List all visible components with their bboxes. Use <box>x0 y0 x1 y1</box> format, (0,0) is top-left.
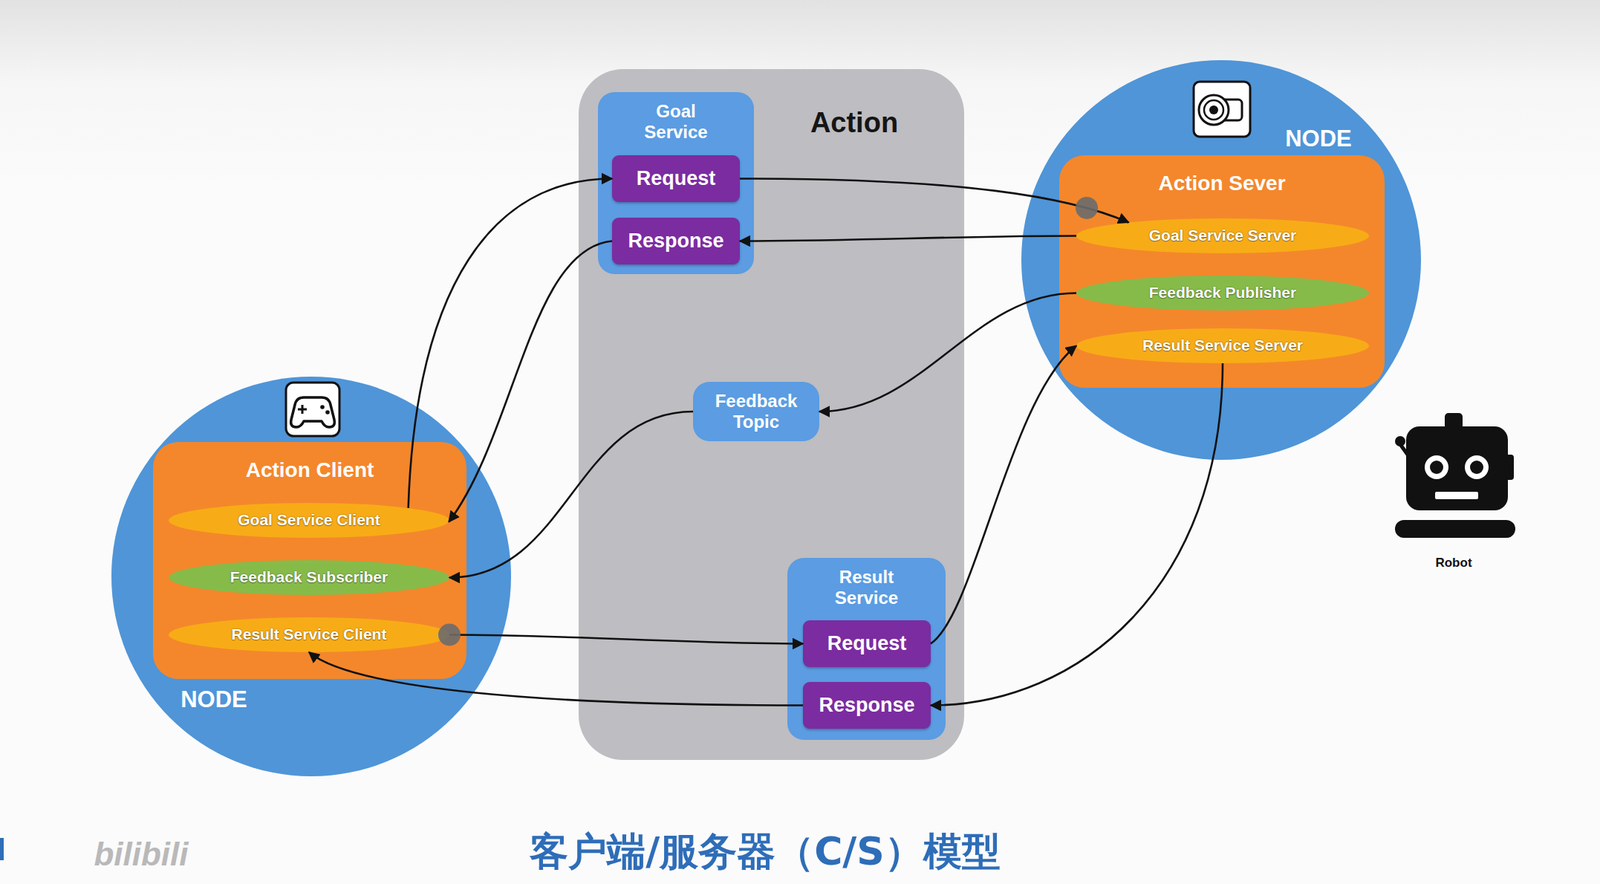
server-box: Action SeverGoal Service ServerFeedback … <box>1059 155 1385 388</box>
connector-arrow <box>408 179 613 509</box>
robot-icon <box>1394 412 1516 538</box>
role-ellipse: Result Service Client <box>168 617 450 653</box>
box-text: Result Service Server <box>1142 336 1303 355</box>
box-text: Response <box>818 693 915 717</box>
service-box: Goal ServiceRequestResponse <box>597 92 754 275</box>
topic-box: Feedback Topic <box>693 381 820 442</box>
box-text: Response <box>627 229 724 253</box>
connector-arrow <box>739 236 1077 242</box>
action-region: ActionGoal ServiceRequestResponseFeedbac… <box>578 69 965 760</box>
box-text: Feedback Publisher <box>1149 283 1297 302</box>
edge-marker <box>0 837 4 861</box>
box-text: Request <box>827 632 907 656</box>
box-heading: Action <box>810 106 899 140</box>
lidar-icon <box>1193 81 1251 137</box>
connector-arrow <box>739 179 1129 223</box>
icon-label: Robot <box>1435 555 1472 571</box>
caption: 客户端/服务器（C/S）模型 <box>529 825 1001 878</box>
gamepad-icon <box>285 382 340 437</box>
service-box: Result ServiceRequestResponse <box>787 557 946 740</box>
junction-dot <box>438 623 461 647</box>
box-heading: Result Service <box>787 566 946 608</box>
role-ellipse: Result Service Server <box>1076 328 1369 364</box>
connector-arrow <box>449 635 803 645</box>
message-box: Request <box>612 155 740 203</box>
message-box: Response <box>802 681 931 729</box>
role-ellipse: Feedback Publisher <box>1076 275 1369 311</box>
connector-arrow <box>448 241 613 523</box>
box-heading: Action Client <box>153 458 467 483</box>
role-ellipse: Goal Service Client <box>168 502 450 538</box>
connector-arrow <box>309 652 803 706</box>
box-text: Feedback Subscriber <box>230 568 388 587</box>
box-heading: NODE <box>180 686 248 714</box>
connector-arrow <box>819 293 1077 413</box>
watermark: bilibili <box>93 835 188 873</box>
box-text: Request <box>636 167 717 191</box>
role-ellipse: Goal Service Server <box>1076 218 1369 254</box>
junction-dot <box>1075 196 1098 220</box>
message-box: Response <box>612 217 740 265</box>
box-text: Feedback Topic <box>698 390 814 432</box>
box-text: Goal Service Client <box>237 511 380 529</box>
box-heading: Action Sever <box>1059 171 1385 196</box>
connector-arrow <box>449 411 694 578</box>
role-ellipse: Feedback Subscriber <box>168 560 450 595</box>
client-box: Action ClientGoal Service ClientFeedback… <box>153 441 467 679</box>
box-text: Goal Service Server <box>1149 226 1297 245</box>
box-text: Result Service Client <box>231 625 388 644</box>
connector-arrow <box>930 346 1077 645</box>
connector-arrow <box>930 363 1223 706</box>
box-heading: Goal Service <box>597 101 754 142</box>
box-heading: NODE <box>1285 125 1352 153</box>
message-box: Request <box>802 620 931 668</box>
